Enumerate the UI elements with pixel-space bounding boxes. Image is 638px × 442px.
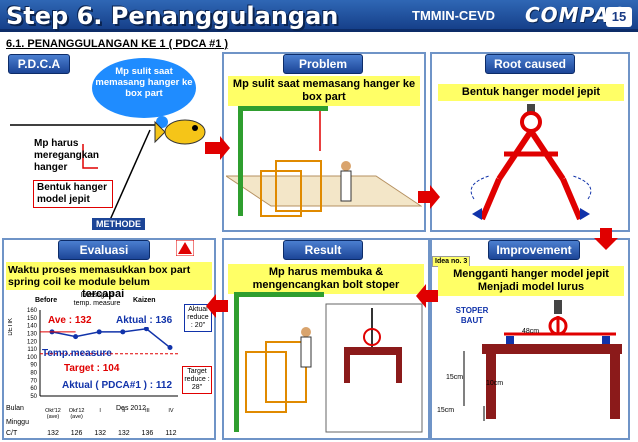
data-point	[167, 345, 173, 351]
y-tick: 130	[27, 331, 38, 337]
y-tick: 50	[30, 394, 37, 400]
des-label: Des 2012	[116, 405, 146, 412]
y-tick: 70	[30, 378, 37, 384]
kaizen-label: Kaizen	[133, 297, 156, 304]
week-col-label: IV	[168, 408, 174, 414]
ct-value: 132	[117, 430, 130, 437]
data-point	[73, 334, 79, 340]
section-subtitle: 6.1. PENANGGULANGAN KE 1 ( PDCA #1 )	[6, 38, 229, 50]
ave-label: Ave : 132	[48, 315, 92, 327]
y-axis-label: DETIK	[8, 318, 14, 336]
dim-48: 48cm	[522, 328, 540, 335]
problem-illustration	[226, 106, 422, 217]
aktual-reduce-box: Aktual reduce : 20"	[184, 304, 212, 332]
week-col-label: Okt'12 (ave)	[68, 408, 85, 420]
minggu-label: Minggu	[6, 419, 29, 426]
temp-measure-label: Temp.measure	[42, 348, 112, 359]
result-title: Result	[283, 240, 363, 260]
warning-triangle-icon	[176, 240, 194, 256]
aktual-112-label: Aktual ( PDCA#1 ) : 112	[62, 380, 173, 391]
target-label: Target : 104	[64, 363, 120, 374]
target-reduce-box: Target reduce : 28"	[182, 366, 212, 394]
page-number: 15	[606, 7, 632, 27]
y-tick: 150	[27, 316, 38, 322]
improvement-text: Mengganti hanger model jepit Menjadi mod…	[438, 266, 624, 296]
ct-label: C/T	[6, 430, 18, 437]
ct-value: 132	[94, 430, 107, 437]
fishbone-diagram	[10, 111, 206, 221]
ct-value: 132	[47, 430, 59, 437]
investigasi-label: Investigasi temp. measure	[73, 292, 121, 307]
ct-value: 112	[165, 430, 177, 437]
week-col-label: I	[99, 408, 101, 414]
cause-2-label: Bentuk hanger model jepit	[33, 180, 113, 208]
y-tick: 60	[30, 386, 37, 392]
y-tick: 100	[27, 355, 38, 361]
y-tick: 140	[27, 324, 38, 330]
aktual-136-label: Aktual : 136	[116, 315, 173, 327]
dim-15-a: 15cm	[446, 374, 464, 381]
jepit-hanger-illustration	[470, 104, 592, 221]
before-label: Before	[35, 297, 58, 304]
problem-text: Mp sulit saat memasang hanger ke box par…	[228, 76, 420, 106]
result-illustration	[234, 292, 423, 433]
dim-15-b: 15cm	[437, 407, 455, 414]
week-col-label: Okt'12 (ave)	[45, 408, 61, 420]
problem-title: Problem	[283, 54, 363, 74]
cause-1-label: Mp harus meregangkan hanger	[34, 138, 100, 173]
header-bar	[0, 0, 638, 32]
y-tick: 80	[30, 371, 37, 377]
evaluasi-text: Waktu proses memasukkan box part spring …	[6, 262, 212, 290]
ct-value: 136	[141, 430, 154, 437]
y-tick: 120	[27, 339, 38, 345]
lurus-hanger-illustration	[463, 300, 622, 421]
dim-10: 10cm	[486, 380, 504, 387]
improvement-title: Improvement	[488, 240, 580, 260]
week-col-label: II	[122, 408, 126, 414]
stoper-label: STOPER BAUT	[455, 306, 489, 325]
tercapai-text: tercapai	[82, 288, 125, 300]
org-label: TMMIN-CEVD	[412, 8, 496, 23]
data-point	[120, 329, 126, 335]
root-cause-panel	[430, 52, 630, 232]
page-title: Step 6. Penanggulangan	[6, 2, 339, 30]
bulan-label: Bulan	[6, 405, 24, 412]
y-tick: 160	[27, 308, 38, 314]
ct-value: 126	[70, 430, 83, 437]
problem-cloud: Mp sulit saat memasang hanger ke box par…	[92, 58, 196, 118]
y-tick: 110	[27, 347, 37, 353]
result-text: Mp harus membuka & mengencangkan bolt st…	[228, 264, 424, 294]
method-label: METHODE	[92, 218, 145, 230]
root-cause-title: Root caused	[485, 54, 575, 74]
data-point	[96, 329, 102, 335]
data-point	[143, 326, 149, 332]
series-line	[51, 327, 171, 349]
evaluasi-title: Evaluasi	[58, 240, 150, 260]
pdca-title: P.D.C.A	[8, 54, 70, 74]
root-cause-text: Bentuk hanger model jepit	[438, 84, 624, 101]
y-tick: 90	[30, 363, 37, 369]
week-col-label: III	[145, 408, 150, 414]
